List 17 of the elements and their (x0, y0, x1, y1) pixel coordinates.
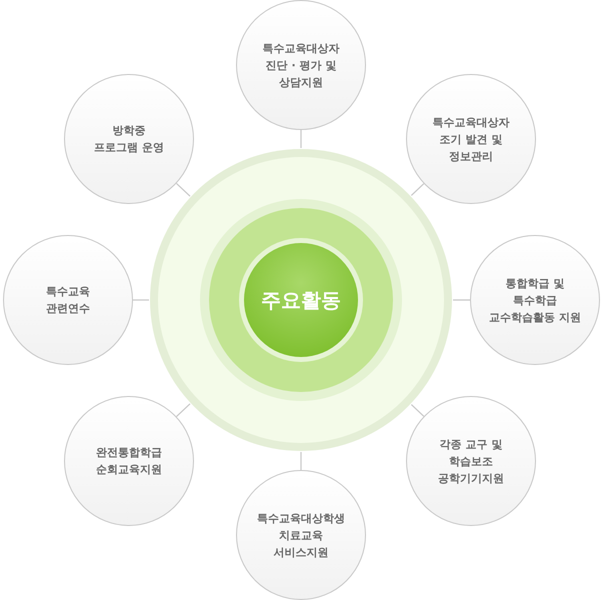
connector-line (453, 299, 470, 301)
activity-label: 방학중 프로그램 운영 (93, 123, 165, 156)
activity-label: 특수교육 관련연수 (45, 284, 91, 317)
connector-line (410, 404, 424, 417)
activity-label: 통합학급 및 특수학급 교수학습활동 지원 (488, 276, 582, 326)
activity-label: 특수교육대상자 진단 · 평가 및 상담지원 (262, 40, 340, 90)
activity-label: 완전통합학급 순회교육지원 (95, 445, 163, 478)
connector-line (133, 299, 149, 301)
center-title: 주요활동 (260, 287, 342, 314)
connector-line (300, 452, 302, 470)
connector-line (176, 182, 190, 197)
activity-label: 특수교육대상자 조기 발견 및 정보관리 (432, 114, 510, 164)
connector-line (410, 183, 424, 196)
activity-label: 특수교육대상학생 치료교육 서비스지원 (256, 510, 346, 560)
connector-line (176, 403, 190, 418)
connector-line (300, 130, 302, 148)
activity-label: 각종 교구 및 학습보조 공학기기지원 (437, 436, 505, 486)
